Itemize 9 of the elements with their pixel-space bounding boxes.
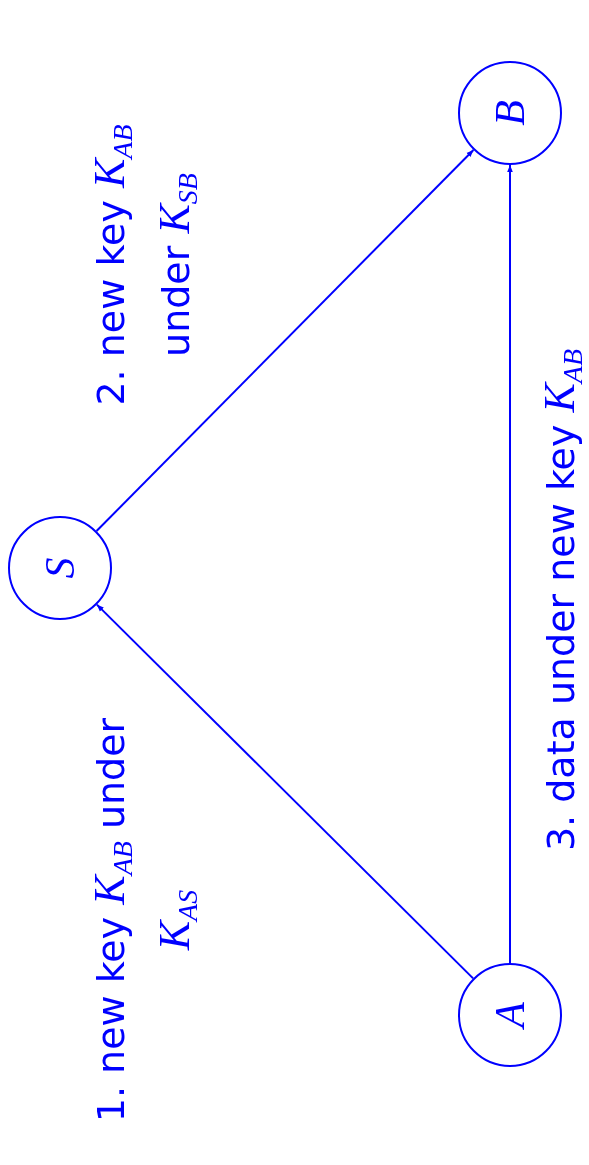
arrow [95, 603, 475, 980]
circle-node [8, 516, 112, 620]
arrow [507, 164, 513, 964]
node-label: S [36, 557, 84, 579]
arrow [95, 148, 475, 533]
circle-node [458, 963, 562, 1067]
node-label: A [486, 1002, 534, 1028]
circle-node [458, 61, 562, 165]
node-label: B [486, 100, 534, 126]
